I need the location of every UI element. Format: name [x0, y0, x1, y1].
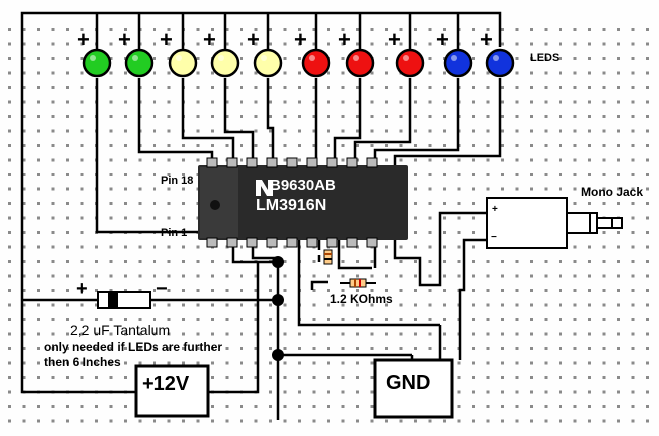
led-plus-sign: + — [480, 27, 493, 52]
lm3916-chip — [198, 157, 408, 248]
led-row — [82, 48, 515, 78]
led-plus-sign: + — [118, 27, 131, 52]
junction-dot-icon — [272, 256, 284, 268]
capacitor-note-line1: only needed if LEDs are further — [44, 340, 223, 354]
led — [124, 48, 154, 78]
led — [395, 48, 425, 78]
led — [443, 48, 473, 78]
resistor-horizontal — [340, 278, 376, 288]
led-plus-sign: + — [247, 27, 260, 52]
resistor-label: 1.2 KOhms — [330, 292, 393, 306]
led — [168, 48, 198, 78]
supply-label: +12V — [142, 373, 190, 395]
led-plus-sign: + — [203, 27, 216, 52]
led-plus-sign: + — [436, 27, 449, 52]
led-plus-sign: + — [338, 27, 351, 52]
national-semiconductor-logo-icon — [256, 180, 273, 196]
capacitor-note-line2: then 6 Inches — [44, 355, 121, 369]
junction-dot-icon — [272, 349, 284, 361]
led — [253, 48, 283, 78]
mono-jack — [486, 197, 623, 249]
pin18-label: Pin 18 — [161, 175, 194, 187]
pin1-label: Pin 1 — [161, 227, 188, 239]
ground-label: GND — [386, 372, 431, 394]
led-plus-sign: + — [160, 27, 173, 52]
resistor-vertical — [323, 249, 333, 265]
capacitor-minus-sign: − — [156, 278, 168, 300]
led — [301, 48, 331, 78]
chip-marking-line2: LM3916N — [256, 197, 327, 214]
wires — [20, 11, 502, 420]
capacitor-plus-sign: + — [76, 278, 88, 300]
led — [345, 48, 375, 78]
junctions — [272, 256, 284, 361]
leds-label: LEDS — [530, 52, 560, 64]
led-plus-sign: + — [388, 27, 401, 52]
supply-box — [134, 364, 210, 418]
jack-minus-label: − — [491, 232, 497, 243]
junction-dot-icon — [272, 294, 284, 306]
led — [82, 48, 112, 78]
mono-jack-label: Mono Jack — [581, 185, 644, 199]
led — [210, 48, 240, 78]
led — [485, 48, 515, 78]
led-plus-signs: + + + + + + + + + + — [77, 27, 493, 52]
capacitor-title: 2,2 uF Tantalum — [70, 322, 171, 338]
chip-marking-line1: B9630AB — [270, 177, 336, 194]
jack-plus-label: + — [492, 204, 498, 215]
ground-box — [373, 358, 454, 419]
top-rail-wire — [20, 11, 502, 394]
led-plus-sign: + — [294, 27, 307, 52]
tantalum-capacitor — [97, 291, 151, 309]
led-plus-sign: + — [77, 27, 90, 52]
